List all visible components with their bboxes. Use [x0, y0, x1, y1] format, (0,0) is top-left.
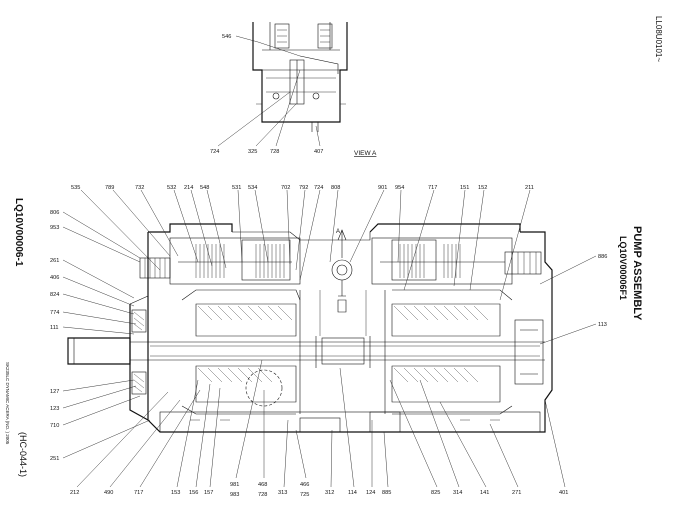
part-number-title: LQ10V00006F1 [618, 236, 628, 300]
callout-153: 153 [171, 490, 180, 496]
callout-774: 774 [50, 310, 59, 316]
callout-710: 710 [50, 423, 59, 429]
callout-808: 808 [331, 185, 340, 191]
leader-lines [62, 189, 597, 488]
callout-953: 953 [50, 225, 59, 231]
callouts-right: 886 113 [598, 254, 607, 328]
callout-124: 124 [366, 490, 375, 496]
callout-407: 407 [314, 149, 323, 155]
callout-717: 717 [134, 490, 143, 496]
callout-725: 725 [300, 492, 309, 498]
callout-548: 548 [200, 185, 209, 191]
callout-724: 724 [210, 149, 219, 155]
callout-261: 261 [50, 258, 59, 264]
callout-212: 212 [70, 490, 79, 496]
callout-314: 314 [453, 490, 462, 496]
callout-211: 211 [525, 185, 534, 191]
callout-728: 728 [270, 149, 279, 155]
callout-792: 792 [299, 185, 308, 191]
callout-151: 151 [460, 185, 469, 191]
arrow-a-label: A [336, 229, 340, 235]
callout-312: 312 [325, 490, 334, 496]
callout-702: 702 [281, 185, 290, 191]
callout-535: 535 [71, 185, 80, 191]
pump-body: A [67, 223, 553, 433]
callout-406: 406 [50, 275, 59, 281]
callout-401: 401 [559, 490, 568, 496]
callout-806: 806 [50, 210, 59, 216]
callout-534: 534 [248, 185, 257, 191]
callouts-top: 535 789 732 532 214 548 531 534 702 792 … [71, 185, 534, 191]
callout-954: 954 [395, 185, 404, 191]
left-part-code: LQ10V00006-1 [13, 198, 24, 267]
callout-123: 123 [50, 406, 59, 412]
callout-214: 214 [184, 185, 193, 191]
callout-468: 468 [258, 482, 267, 488]
callout-466: 466 [300, 482, 309, 488]
callout-114: 114 [348, 490, 357, 496]
callout-157: 157 [204, 490, 213, 496]
callout-825: 825 [431, 490, 440, 496]
callout-313: 313 [278, 490, 287, 496]
callouts-left: 806 953 261 406 824 774 111 127 123 710 … [50, 210, 59, 462]
callout-824: 824 [50, 292, 59, 298]
callout-885: 885 [382, 490, 391, 496]
callouts-bottom: 212 490 717 153 156 157 981 983 468 728 … [70, 482, 568, 498]
callout-532: 532 [167, 185, 176, 191]
callout-271: 271 [512, 490, 521, 496]
callout-152: 152 [478, 185, 487, 191]
callout-127: 127 [50, 389, 59, 395]
pump-assembly-title: PUMP ASSEMBLY [631, 226, 643, 321]
page-code: (HC-044-1) [18, 432, 28, 477]
callout-901: 901 [378, 185, 387, 191]
callout-981: 981 [230, 482, 239, 488]
callout-886: 886 [598, 254, 607, 260]
callout-732: 732 [135, 185, 144, 191]
callout-111: 111 [50, 325, 59, 331]
callout-546: 546 [222, 34, 231, 40]
callout-724: 724 [314, 185, 323, 191]
drawing-number: LL08U0101~ [654, 16, 663, 62]
callout-141: 141 [480, 490, 489, 496]
callout-717: 717 [428, 185, 437, 191]
view-a-detail: 546 724 325 728 407 VIEW A [210, 22, 377, 157]
callout-531: 531 [232, 185, 241, 191]
callout-325: 325 [248, 149, 257, 155]
callout-728: 728 [258, 492, 267, 498]
callout-490: 490 [104, 490, 113, 496]
callout-156: 156 [189, 490, 198, 496]
view-a-label: VIEW A [354, 150, 377, 157]
callout-983: 983 [230, 492, 239, 498]
footer-text: SK235LC DYNAMIC ACERA (NO. ) 2005 [5, 362, 10, 445]
callout-113: 113 [598, 322, 607, 328]
callout-789: 789 [105, 185, 114, 191]
callout-251: 251 [50, 456, 59, 462]
